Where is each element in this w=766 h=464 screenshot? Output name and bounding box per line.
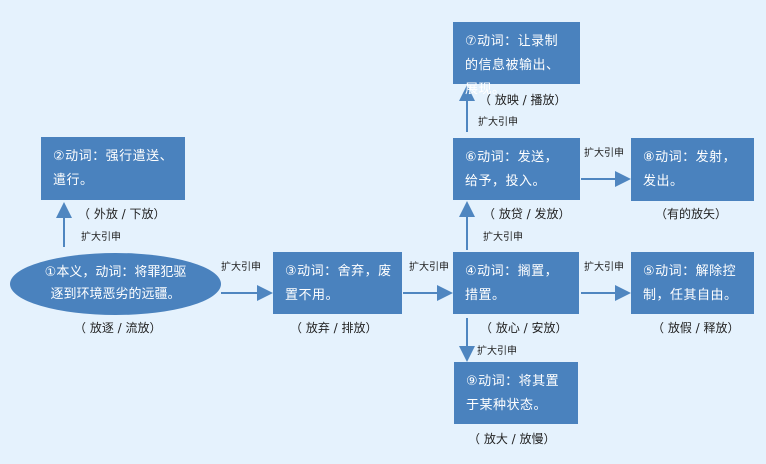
node-6: ⑥动词：发送，给予，投入。 [453,138,580,200]
edge-label-1-3: 扩大引申 [221,262,261,273]
node-6-caption: （ 放贷 / 发放） [483,207,571,221]
node-4: ④动词：搁置，措置。 [453,252,579,314]
node-7: ⑦动词：让录制的信息被输出、展现。 [453,22,580,97]
node-1-caption: （ 放逐 / 流放） [74,321,162,335]
node-1-original-meaning: ①本义，动词：将罪犯驱逐到环境恶劣的远疆。 [10,253,221,315]
edge-label-4-5: 扩大引申 [584,262,624,273]
edge-label-1-2: 扩大引申 [81,232,121,243]
edge-label-6-7: 扩大引申 [478,117,518,128]
node-3: ③动词：舍弃，废置不用。 [273,252,402,314]
node-7-caption: （ 放映 / 播放） [479,93,567,107]
node-4-caption: （ 放心 / 安放） [480,321,568,335]
edge-label-6-8: 扩大引申 [584,148,624,159]
node-9-caption: （ 放大 / 放慢） [468,432,556,446]
node-8-caption: （有的放矢） [655,207,728,221]
edge-label-4-9: 扩大引申 [477,346,517,357]
node-3-caption: （ 放弃 / 排放） [290,321,378,335]
node-5: ⑤动词：解除控制，任其自由。 [631,252,754,314]
node-2: ②动词：强行遣送、遣行。 [41,137,185,200]
edge-label-4-6: 扩大引申 [483,232,523,243]
node-9: ⑨动词：将其置于某种状态。 [454,362,578,424]
node-2-caption: （ 外放 / 下放） [78,207,166,221]
edge-label-3-4: 扩大引申 [409,262,449,273]
node-8: ⑧动词：发射，发出。 [631,138,754,201]
node-5-caption: （ 放假 / 释放） [652,321,740,335]
